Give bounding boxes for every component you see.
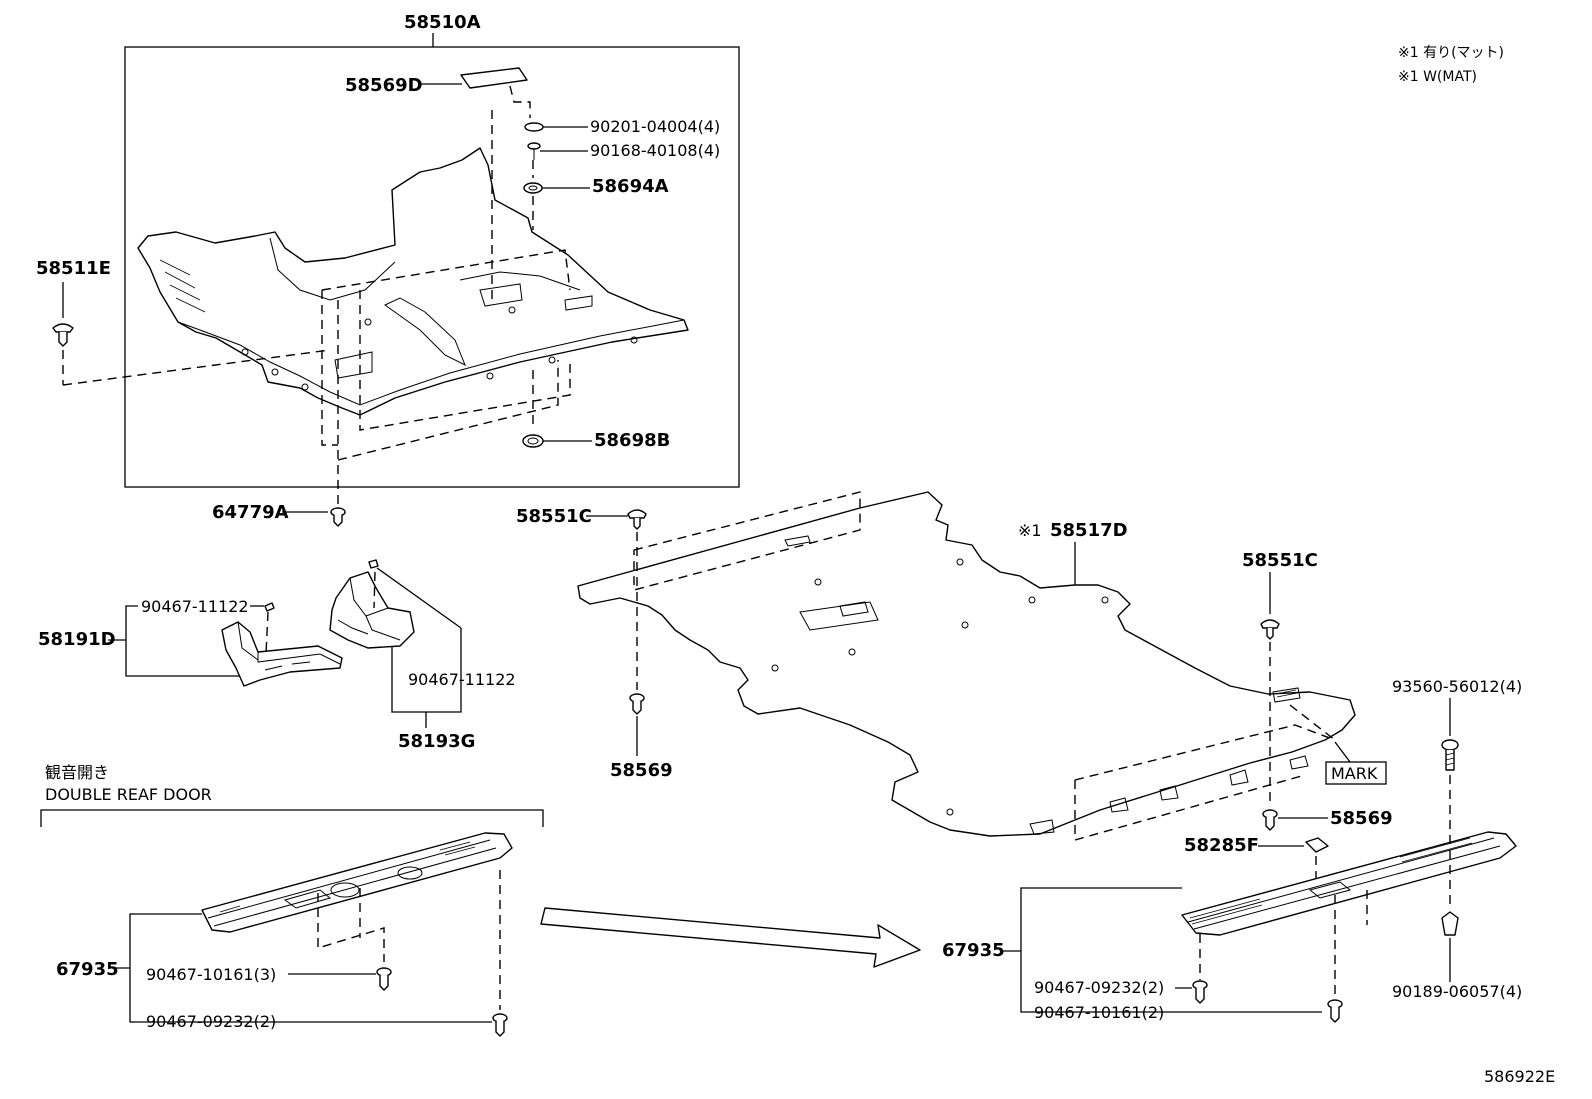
washer-90201[interactable] bbox=[524, 122, 544, 132]
label-90467-11122-b[interactable]: 90467-11122 bbox=[408, 670, 516, 689]
label-90467-10161-right[interactable]: 90467-10161(2) bbox=[1034, 1003, 1164, 1022]
label-90189-06057[interactable]: 90189-06057(4) bbox=[1392, 982, 1522, 1001]
clip-58511E[interactable] bbox=[52, 323, 74, 347]
label-58569-left[interactable]: 58569 bbox=[610, 760, 673, 781]
label-58285F[interactable]: 58285F bbox=[1184, 835, 1259, 856]
label-90467-10161-left[interactable]: 90467-10161(3) bbox=[146, 965, 276, 984]
label-58191D[interactable]: 58191D bbox=[38, 629, 116, 650]
door-type-jp: 観音開き bbox=[45, 763, 109, 782]
label-90467-09232-right[interactable]: 90467-09232(2) bbox=[1034, 978, 1164, 997]
diagram-id: 586922E bbox=[1484, 1067, 1555, 1086]
patch-58569D[interactable] bbox=[460, 67, 528, 89]
label-64779A[interactable]: 64779A bbox=[212, 502, 289, 523]
label-58569D[interactable]: 58569D bbox=[345, 75, 423, 96]
fastener-58569-right[interactable] bbox=[1262, 809, 1278, 831]
front-floor-carpet[interactable] bbox=[137, 147, 689, 416]
duct-58191D[interactable] bbox=[221, 621, 343, 687]
mark-label: MARK bbox=[1331, 764, 1378, 783]
label-58551C-left[interactable]: 58551C bbox=[516, 506, 592, 527]
label-90201-04004[interactable]: 90201-04004(4) bbox=[590, 117, 720, 136]
label-58517D-note: ※1 bbox=[1018, 521, 1042, 540]
door-bracket bbox=[40, 809, 544, 827]
clip-58694A[interactable] bbox=[523, 182, 543, 194]
clip-90467-09232-left[interactable] bbox=[492, 1013, 508, 1037]
rear-floor-mat-58517D[interactable] bbox=[577, 491, 1356, 837]
assembly-frame-58510A bbox=[124, 46, 740, 488]
label-58551C-right[interactable]: 58551C bbox=[1242, 550, 1318, 571]
mark-box bbox=[1325, 761, 1387, 785]
label-58517D[interactable]: 58517D bbox=[1050, 520, 1128, 541]
label-93560-56012[interactable]: 93560-56012(4) bbox=[1392, 677, 1522, 696]
clip-58551C-right[interactable] bbox=[1260, 619, 1280, 640]
screw-90168[interactable] bbox=[527, 142, 541, 160]
label-67935-right[interactable]: 67935 bbox=[942, 940, 1005, 961]
label-58193G[interactable]: 58193G bbox=[398, 731, 475, 752]
clip-90467-10161-left[interactable] bbox=[376, 967, 392, 991]
clip-90467-10161-right[interactable] bbox=[1327, 999, 1343, 1023]
direction-arrow bbox=[540, 907, 921, 968]
label-90467-09232-left[interactable]: 90467-09232(2) bbox=[146, 1012, 276, 1031]
clip-90467-09232-right[interactable] bbox=[1192, 980, 1208, 1004]
scuff-plate-67935-left[interactable] bbox=[201, 832, 513, 933]
clip-90467-11122-b[interactable] bbox=[368, 559, 379, 569]
clip-90467-11122-a[interactable] bbox=[264, 602, 275, 612]
label-90467-11122-a[interactable]: 90467-11122 bbox=[141, 597, 249, 616]
clip-90189-06057[interactable] bbox=[1441, 911, 1459, 936]
label-58694A[interactable]: 58694A bbox=[592, 176, 669, 197]
clip-64779A[interactable] bbox=[330, 507, 346, 527]
label-67935-left[interactable]: 67935 bbox=[56, 959, 119, 980]
label-58511E[interactable]: 58511E bbox=[36, 258, 111, 279]
clip-58285F[interactable] bbox=[1305, 837, 1329, 853]
note-line-2: ※1 W(MAT) bbox=[1398, 69, 1477, 85]
door-type-en: DOUBLE REAF DOOR bbox=[45, 785, 212, 804]
grommet-58698B[interactable] bbox=[522, 434, 544, 448]
label-58569-right[interactable]: 58569 bbox=[1330, 808, 1393, 829]
clip-58551C-left[interactable] bbox=[627, 509, 647, 530]
bolt-93560-56012[interactable] bbox=[1441, 739, 1459, 771]
label-90168-40108[interactable]: 90168-40108(4) bbox=[590, 141, 720, 160]
label-58510A[interactable]: 58510A bbox=[404, 12, 481, 33]
duct-58193G[interactable] bbox=[329, 571, 415, 649]
scuff-plate-67935-right[interactable] bbox=[1181, 831, 1517, 936]
note-line-1: ※1 有り(マット) bbox=[1398, 45, 1504, 61]
fastener-58569-left[interactable] bbox=[629, 693, 645, 715]
label-58698B[interactable]: 58698B bbox=[594, 430, 670, 451]
